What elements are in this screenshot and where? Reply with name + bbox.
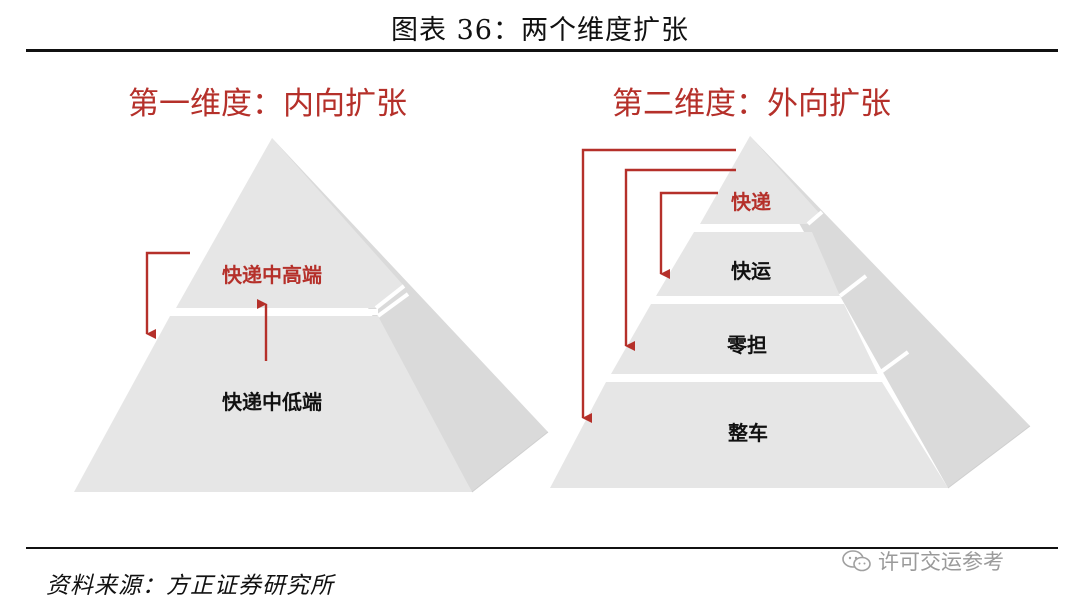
- right-tier-label-ftl: 整车: [727, 421, 768, 445]
- left-down-arrow: [145, 251, 190, 339]
- right-tier-2: [656, 232, 840, 296]
- source-note: 资料来源：方正证券研究所: [46, 573, 334, 599]
- top-rule: [26, 49, 1058, 52]
- right-arrow-outer: [581, 148, 736, 423]
- left-tier-label-low: 快递中低端: [222, 390, 322, 414]
- right-pyramid: 快递 快运 零担 整车: [550, 136, 1031, 489]
- left-tier-top: [176, 138, 404, 308]
- right-arrow-inner: [659, 191, 718, 279]
- left-panel-title: 第一维度：内向扩张: [128, 86, 407, 122]
- right-tier-1: [700, 136, 820, 224]
- right-tier-label-fast-freight: 快运: [731, 259, 771, 283]
- watermark: 许可交运参考: [842, 546, 1004, 576]
- left-pyramid: 快递中高端 快递中低端: [74, 138, 549, 493]
- bottom-rule: [26, 547, 1058, 549]
- left-tier-label-high: 快递中高端: [222, 263, 322, 287]
- right-arrow-middle: [624, 168, 736, 351]
- right-tier-label-ltl: 零担: [726, 333, 767, 357]
- figure-title: 图表 36：两个维度扩张: [391, 15, 689, 46]
- left-tier-bottom: [74, 316, 472, 492]
- right-tier-4: [550, 382, 948, 488]
- right-pyramid-side: [750, 136, 1030, 488]
- wechat-icon: [842, 550, 872, 572]
- watermark-text: 许可交运参考: [878, 550, 1004, 574]
- right-panel-title: 第二维度：外向扩张: [612, 86, 891, 122]
- right-tier-label-express: 快递: [731, 190, 771, 214]
- right-tier-3: [611, 304, 878, 374]
